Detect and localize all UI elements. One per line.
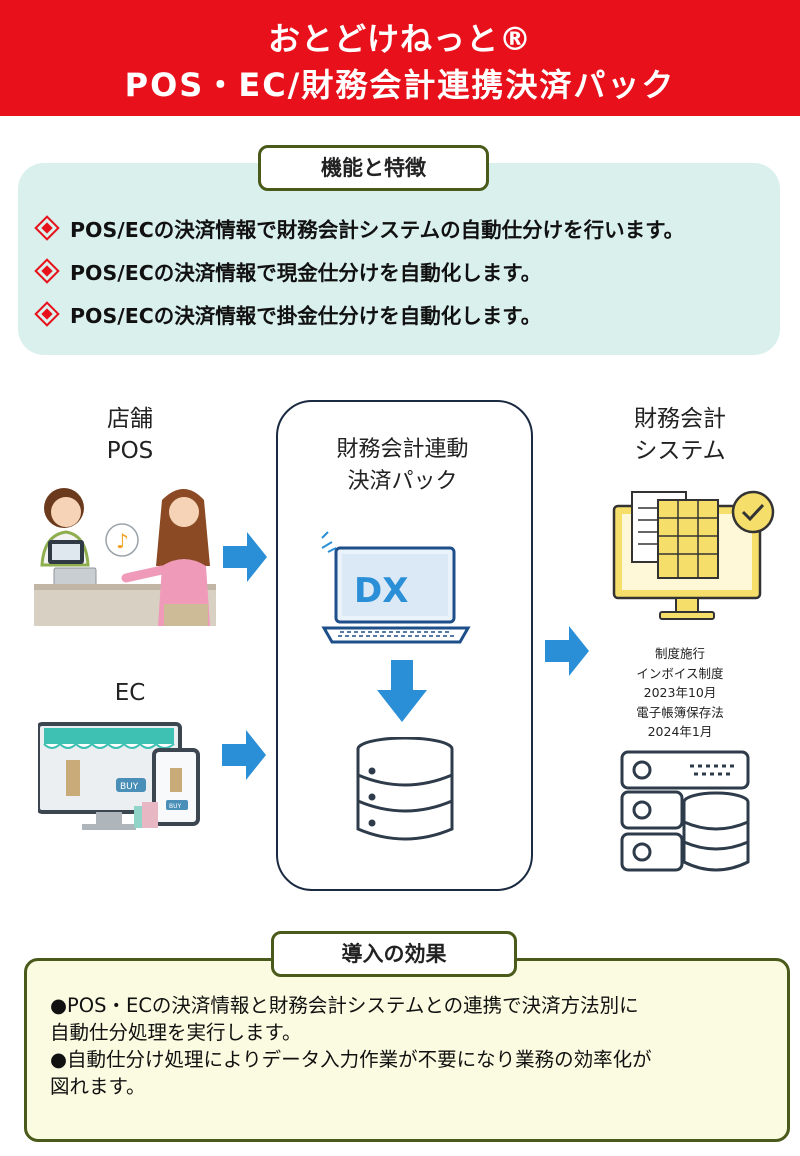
effects-line: 図れます。 <box>50 1075 146 1098</box>
database-icon <box>356 737 454 841</box>
arrow-down-icon <box>377 660 427 722</box>
arrow-right-icon <box>545 626 589 676</box>
svg-text:BUY: BUY <box>120 782 139 792</box>
feature-item-text: POS/ECの決済情報で掛金仕分けを自動化します。 <box>70 304 542 328</box>
effects-heading: 導入の効果 <box>271 931 517 977</box>
svg-text:BUY: BUY <box>169 803 182 810</box>
header-banner: おとどけねっと® POS・EC/財務会計連携決済パック <box>0 0 800 116</box>
features-heading: 機能と特徴 <box>258 145 489 191</box>
accounting-monitor-icon <box>612 490 775 620</box>
svg-text:♪: ♪ <box>116 529 129 553</box>
ec-label: EC <box>114 680 146 706</box>
payment-pack-label: 財務会計連動 決済パック <box>336 437 469 494</box>
effects-panel <box>24 958 790 1142</box>
server-database-icon <box>620 750 750 872</box>
header-title-line2: POS・EC/財務会計連携決済パック <box>124 66 676 104</box>
feature-item-text: POS/ECの決済情報で現金仕分けを自動化します。 <box>70 261 542 285</box>
pos-label: 店舗 POS <box>106 406 154 464</box>
accounting-system-label: 財務会計 システム <box>634 406 726 464</box>
features-panel <box>18 163 780 355</box>
store-pos-illustration: ♪ <box>34 488 216 626</box>
feature-item: POS/ECの決済情報で財務会計システムの自動仕分けを行います。 <box>34 212 684 244</box>
diamond-bullet-icon <box>34 301 60 327</box>
svg-text:DX: DX <box>354 571 408 611</box>
feature-item: POS/ECの決済情報で現金仕分けを自動化します。 <box>34 255 541 287</box>
ec-shop-illustration: BUY BUY <box>38 722 200 830</box>
effects-line: ●自動仕分け処理によりデータ入力作業が不要になり業務の効率化が <box>50 1048 652 1071</box>
effects-line: 自動仕分処理を実行します。 <box>50 1021 302 1044</box>
regulation-notes: 制度施行 インボイス制度 2023年10月 電子帳簿保存法 2024年1月 <box>636 646 724 739</box>
diamond-bullet-icon <box>34 258 60 284</box>
effects-text: ●POS・ECの決済情報と財務会計システムとの連携で決済方法別に 自動仕分処理を… <box>50 992 770 1100</box>
feature-item: POS/ECの決済情報で掛金仕分けを自動化します。 <box>34 298 541 330</box>
diamond-bullet-icon <box>34 215 60 241</box>
arrow-right-icon <box>223 532 267 582</box>
header-title-line1: おとどけねっと® <box>267 20 532 58</box>
arrow-right-icon <box>222 730 266 780</box>
feature-item-text: POS/ECの決済情報で財務会計システムの自動仕分けを行います。 <box>70 218 685 242</box>
laptop-dx-icon: DX <box>321 531 471 644</box>
effects-line: ●POS・ECの決済情報と財務会計システムとの連携で決済方法別に <box>50 994 639 1017</box>
